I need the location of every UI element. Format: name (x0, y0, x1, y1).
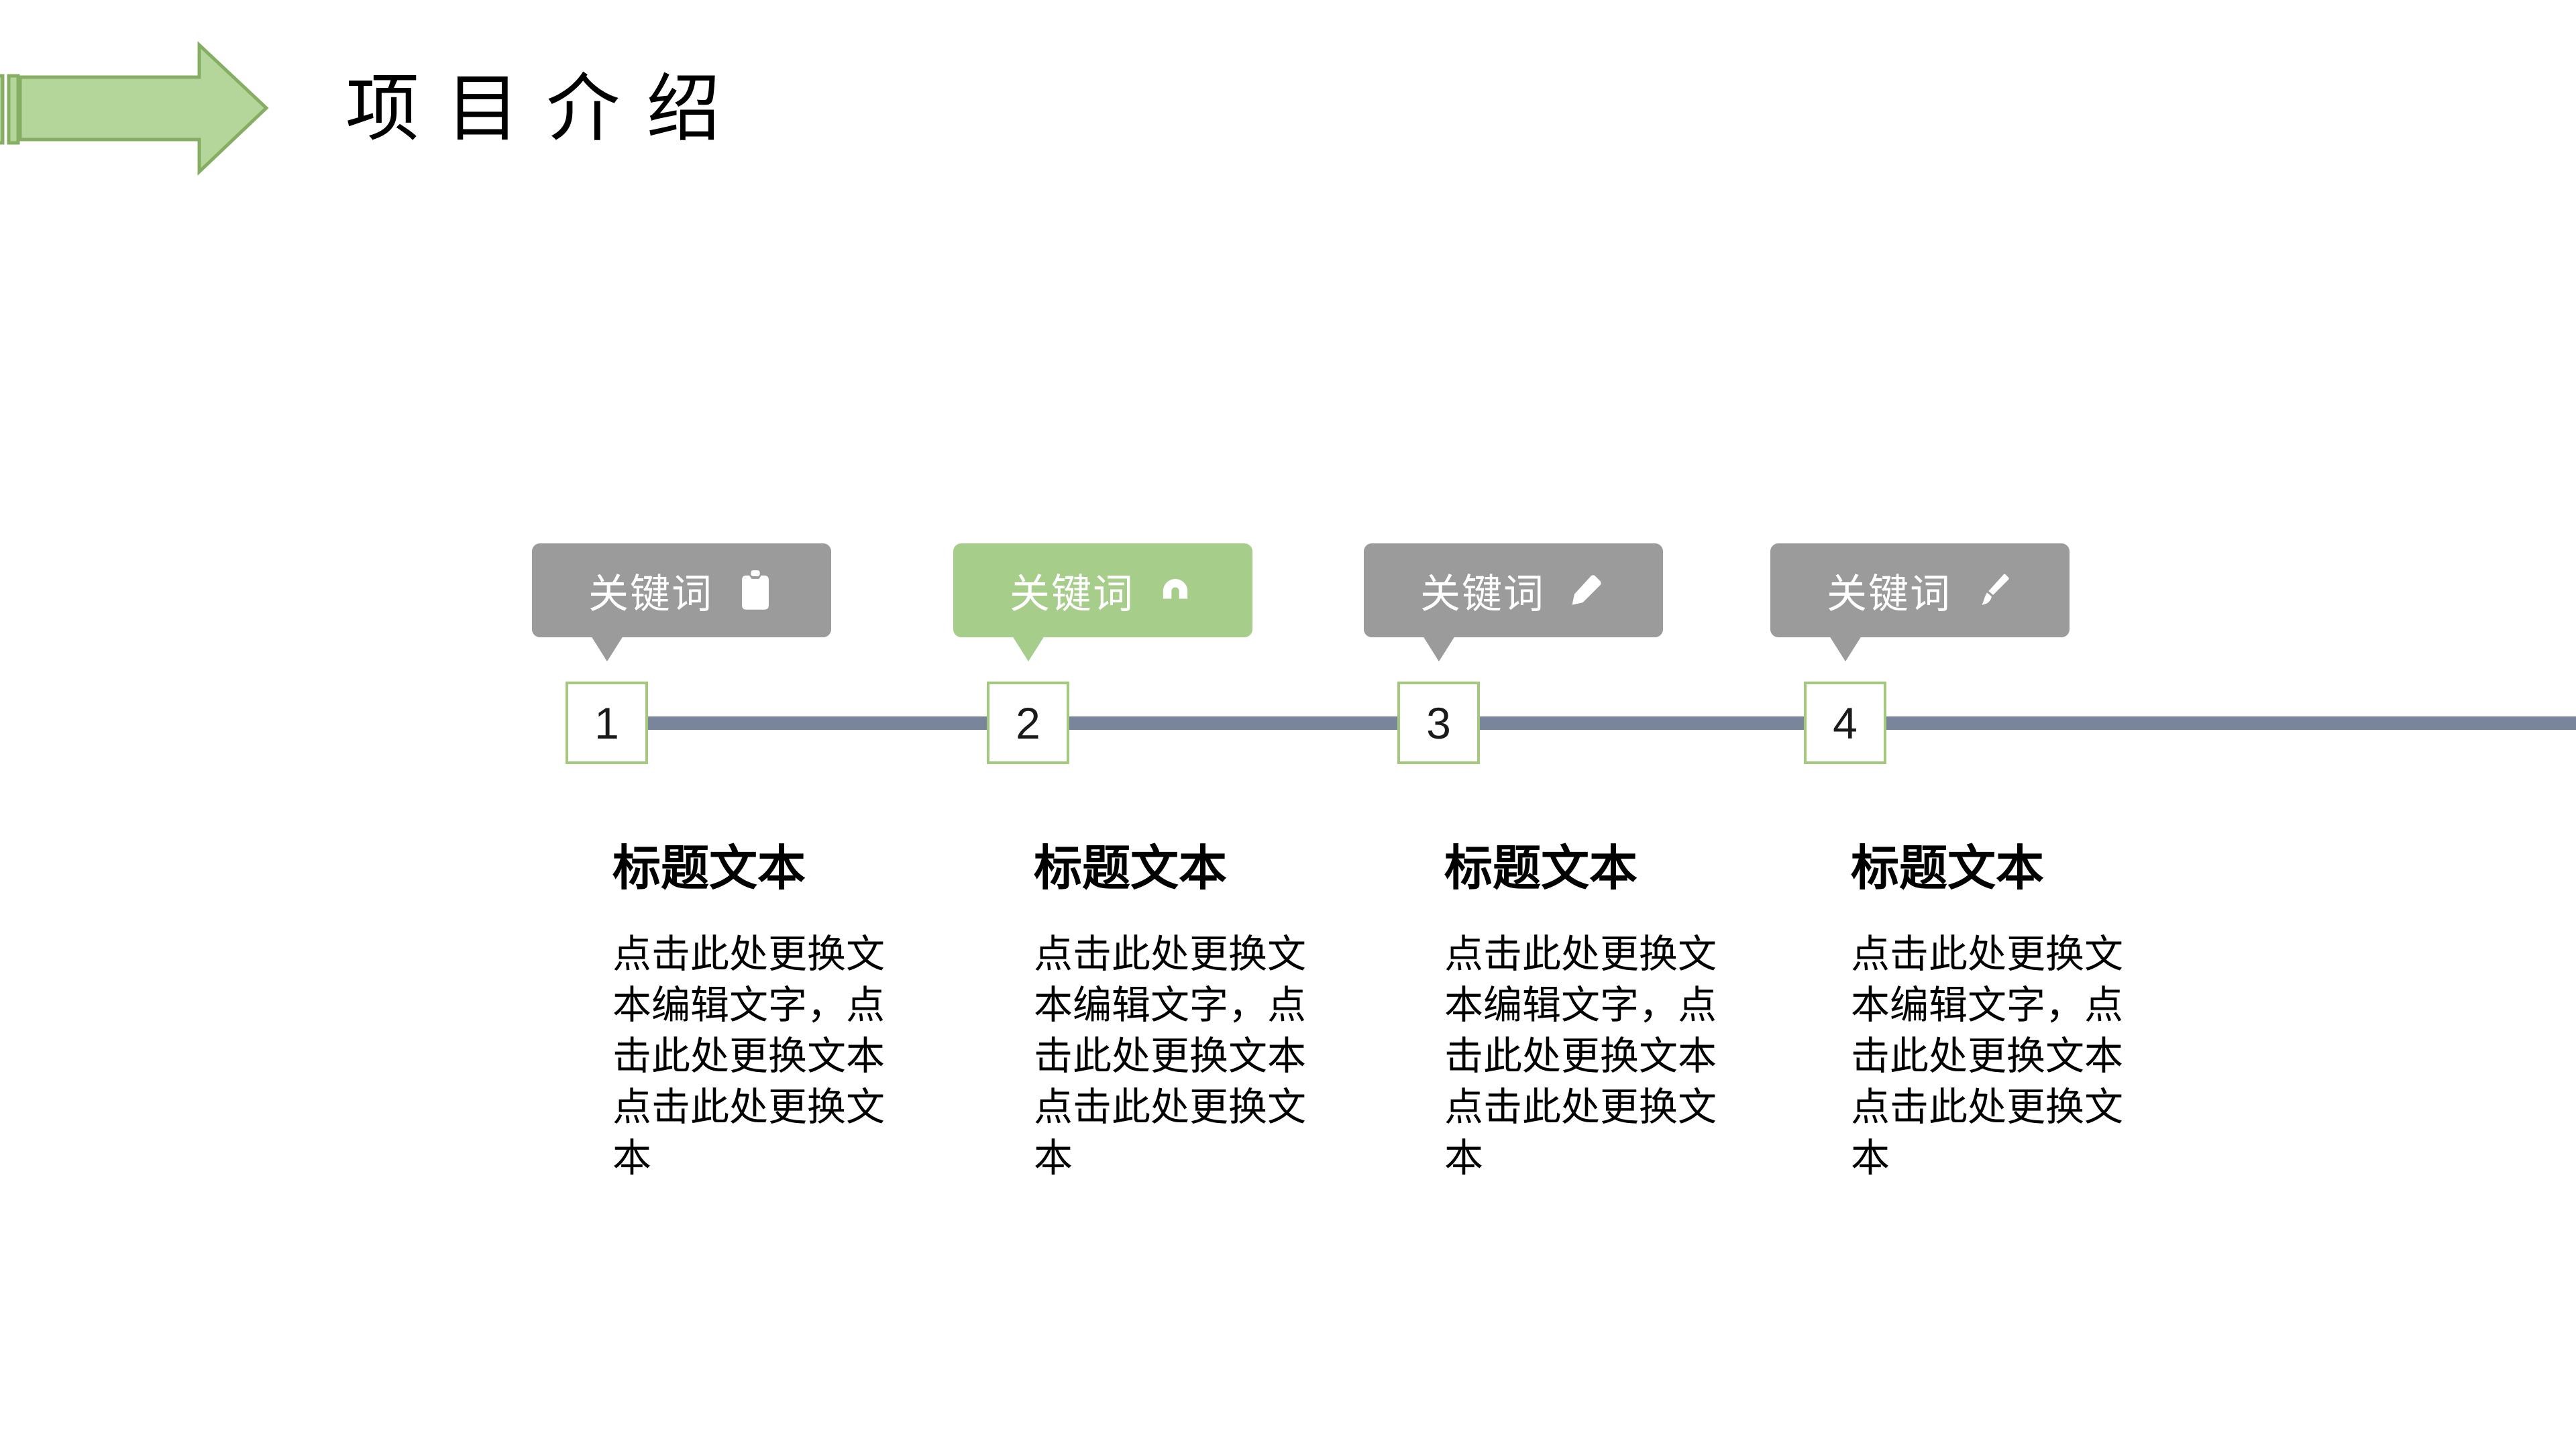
timeline-line (607, 716, 2576, 730)
placeholder-text[interactable]: 点击此处更换文 本编辑文字，点 击此处更换文本 点击此处更换文 本 (612, 932, 885, 1180)
keyword-label: 关键词 (1010, 572, 1134, 616)
keyword-badge[interactable]: 关键词 (953, 543, 1252, 661)
placeholder-text[interactable]: 点击此处更换文 本编辑文字，点 击此处更换文本 点击此处更换文 本 (1444, 932, 1717, 1180)
section-heading[interactable]: 标题文本 (612, 842, 806, 896)
keyword-label: 关键词 (588, 572, 713, 616)
timeline-node: 2 (987, 682, 1069, 764)
page-title: 项目介绍 (345, 68, 747, 150)
timeline-node: 1 (566, 682, 648, 764)
section-heading[interactable]: 标题文本 (1851, 842, 2045, 896)
placeholder-text[interactable]: 点击此处更换文 本编辑文字，点 击此处更换文本 点击此处更换文 本 (1851, 932, 2124, 1180)
pencil-icon (1569, 574, 1603, 607)
node-number: 1 (594, 698, 619, 748)
section-heading[interactable]: 标题文本 (1034, 842, 1228, 896)
keyword-label: 关键词 (1827, 572, 1951, 616)
badge-tail (1829, 636, 1862, 661)
keyword-badge[interactable]: 关键词 (1770, 543, 2070, 661)
node-number: 4 (1833, 698, 1858, 748)
keyword-badge[interactable]: 关键词 (1364, 543, 1663, 661)
clipboard-icon (740, 570, 771, 611)
timeline-node: 4 (1804, 682, 1886, 764)
magnet-icon (1159, 575, 1192, 606)
node-number: 3 (1426, 698, 1451, 748)
placeholder-text[interactable]: 点击此处更换文 本编辑文字，点 击此处更换文本 点击此处更换文 本 (1034, 932, 1307, 1180)
paintbrush-icon (1976, 574, 2009, 607)
node-number: 2 (1016, 698, 1040, 748)
badge-tail (591, 636, 623, 661)
badge-tail (1423, 636, 1455, 661)
keyword-badge[interactable]: 关键词 (532, 543, 831, 661)
section-heading[interactable]: 标题文本 (1444, 842, 1638, 896)
arrow-right-icon (0, 41, 269, 176)
timeline-node: 3 (1397, 682, 1480, 764)
badge-tail (1012, 636, 1044, 661)
keyword-label: 关键词 (1420, 572, 1545, 616)
